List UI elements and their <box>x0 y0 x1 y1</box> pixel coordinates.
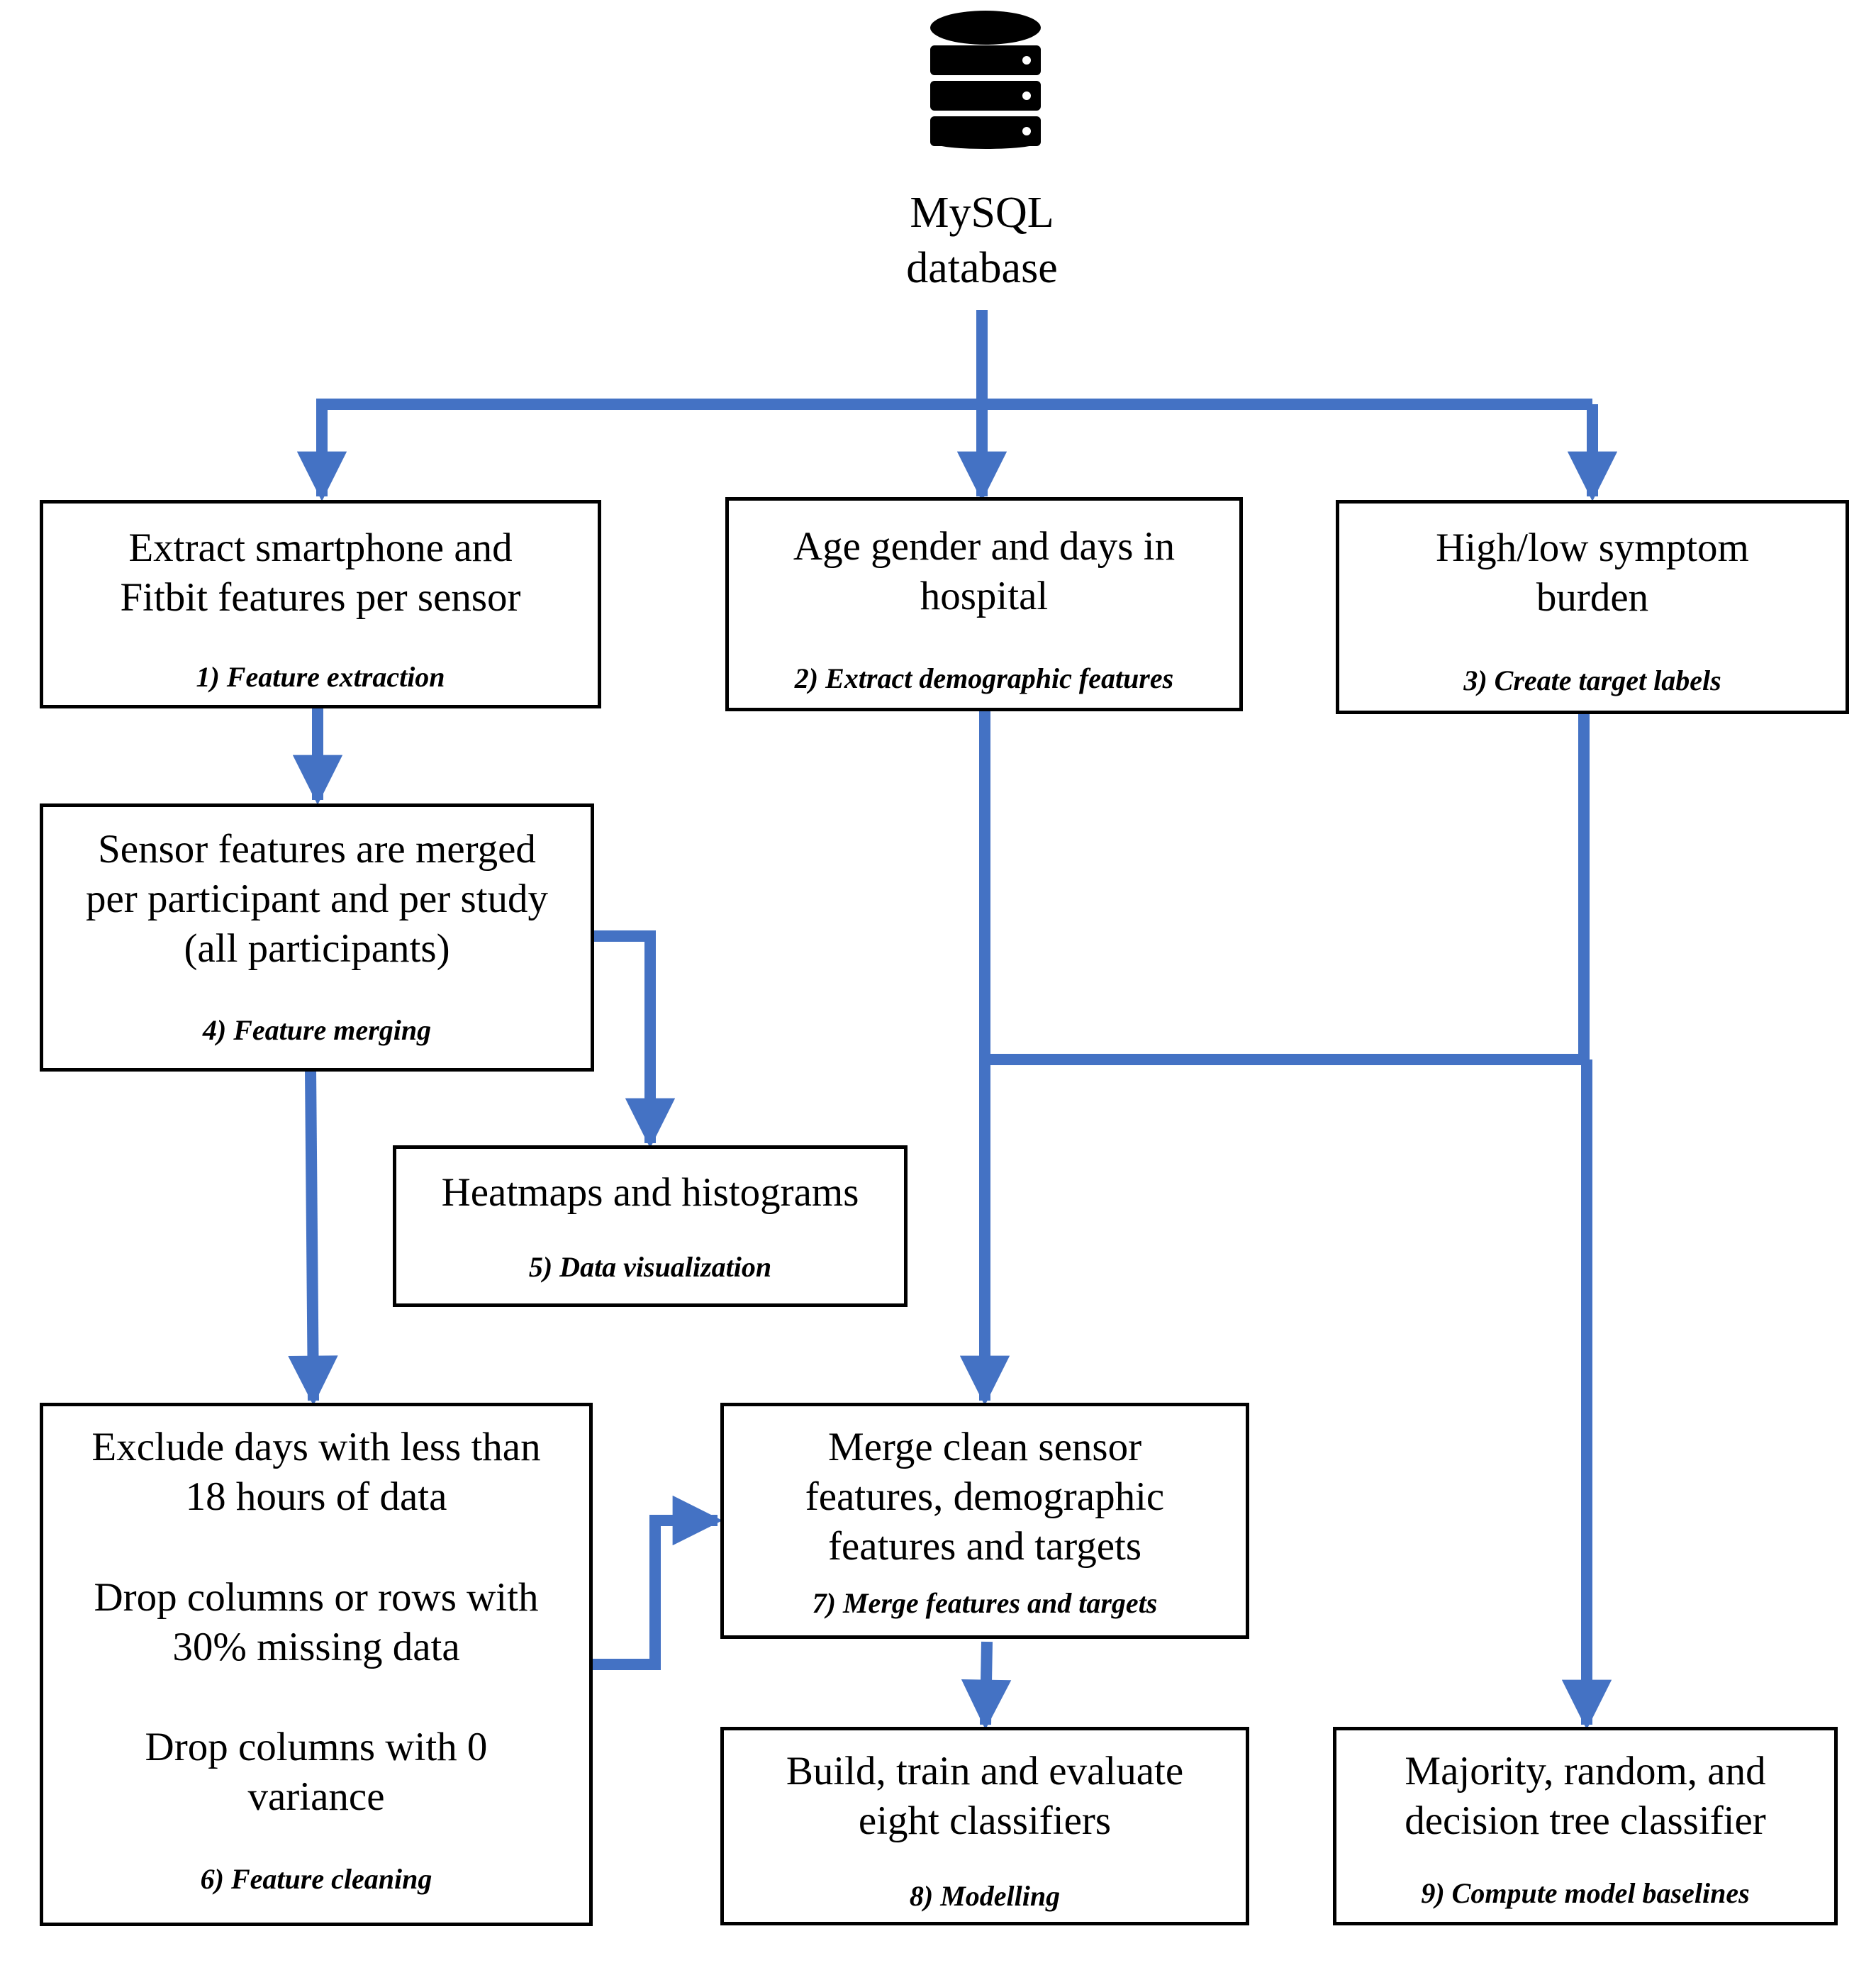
box-text-line: Build, train and evaluate <box>786 1749 1184 1793</box>
box-feature-extraction: Extract smartphone and Fitbit features p… <box>40 500 601 708</box>
box-text-line: variance <box>247 1774 385 1819</box>
arrow-merging-to-cleaning <box>288 1069 338 1406</box>
box-text-line: Sensor features are merged <box>98 827 536 872</box>
database-label-line1: MySQL <box>910 189 1054 237</box>
box-text-line: features, demographic <box>805 1474 1165 1519</box>
step-label: 6) Feature cleaning <box>200 1863 432 1895</box>
box-text-line: Merge clean sensor <box>827 1425 1142 1469</box>
box-text-line: decision tree classifier <box>1405 1798 1766 1843</box>
box-text-line: 18 hours of data <box>185 1474 447 1519</box>
database-icon <box>930 11 1041 149</box>
box-text-line: 30% missing data <box>172 1625 460 1669</box>
box-feature-merging: Sensor features are merged per participa… <box>40 803 594 1072</box>
box-text-line: burden <box>1536 575 1649 620</box>
step-label: 3) Create target labels <box>1463 664 1721 696</box>
box-text-line: Heatmaps and histograms <box>441 1170 859 1215</box>
box-text-line: Extract smartphone and <box>128 525 513 570</box>
box-text-line: Exclude days with less than <box>91 1425 541 1469</box>
box-modelling: Build, train and evaluate eight classifi… <box>720 1727 1249 1925</box>
box-demographic-features: Age gender and days in hospital 2) Extra… <box>725 497 1243 711</box>
box-text-line: eight classifiers <box>858 1798 1112 1843</box>
box-text-line: features and targets <box>827 1524 1142 1569</box>
database-label-line2: database <box>906 244 1058 292</box>
step-label: 5) Data visualization <box>528 1251 772 1283</box>
box-text-line: Drop columns or rows with <box>94 1575 539 1620</box>
box-feature-cleaning: Exclude days with less than 18 hours of … <box>40 1403 593 1926</box>
box-text-line: Majority, random, and <box>1405 1749 1766 1793</box>
box-target-labels: High/low symptom burden 3) Create target… <box>1336 500 1849 714</box>
box-text-line: (all participants) <box>184 926 450 971</box>
box-data-visualization: Heatmaps and histograms 5) Data visualiz… <box>393 1145 908 1307</box>
step-label: 8) Modelling <box>909 1880 1061 1912</box>
box-text-line: Age gender and days in <box>793 524 1176 569</box>
arrow-merge-to-modelling <box>961 1641 1012 1730</box>
step-label: 2) Extract demographic features <box>794 662 1174 694</box>
box-text-line: Fitbit features per sensor <box>120 575 521 620</box>
box-merge-features-targets: Merge clean sensor features, demographic… <box>720 1403 1249 1639</box>
box-text-line: High/low symptom <box>1436 525 1749 570</box>
arrow-merging-to-visualization <box>592 930 676 1149</box>
box-text-line: hospital <box>920 574 1049 618</box>
step-label: 7) Merge features and targets <box>812 1587 1158 1619</box>
step-label: 1) Feature extraction <box>196 661 445 693</box>
step-label: 9) Compute model baselines <box>1421 1877 1750 1909</box>
arrow-cleaning-to-merge <box>590 1495 723 1670</box>
box-model-baselines: Majority, random, and decision tree clas… <box>1333 1727 1838 1925</box>
step-label: 4) Feature merging <box>202 1014 432 1046</box>
box-text-line: per participant and per study <box>85 877 549 921</box>
box-text-line: Drop columns with 0 <box>145 1725 488 1769</box>
